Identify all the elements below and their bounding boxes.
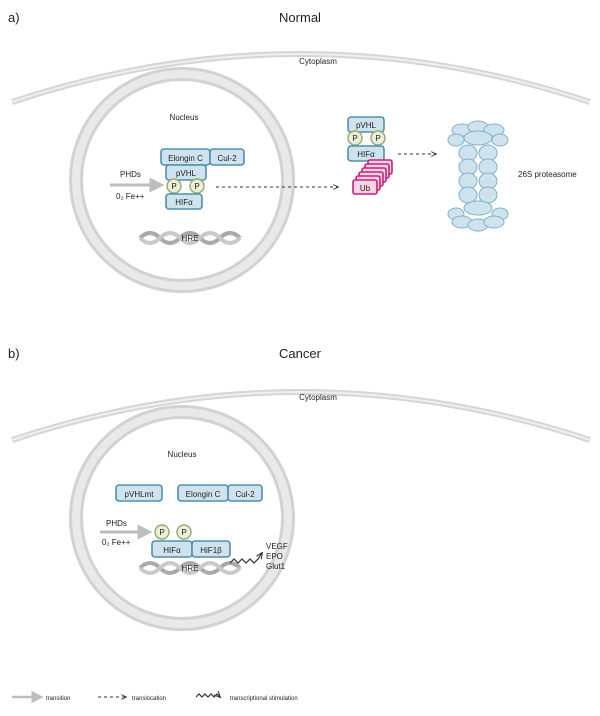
cofactors-label-a: 0₂ Fe++ — [116, 192, 145, 201]
dna-helix-b — [138, 561, 242, 575]
panel-b-tag: b) — [8, 346, 20, 361]
pvhlmt-box — [115, 484, 163, 502]
cul-2-label-b: Cul-2 — [235, 490, 255, 499]
hif-alpha-box-cyto — [347, 145, 385, 162]
phospho-circle-b1 — [154, 524, 170, 540]
hif-alpha-label-b: HIFα — [163, 546, 181, 555]
panel-b: b) Cancer Cytoplasm Nucleus pVHLmt Elong… — [8, 346, 591, 631]
hif-alpha-box-a — [165, 193, 203, 210]
pvhl-box-cyto — [347, 116, 385, 133]
pvhlmt-label: pVHLmt — [125, 490, 155, 499]
panel-a-title: Normal — [279, 10, 321, 25]
hre-label-b: HRE — [182, 564, 199, 573]
panel-a: a) Normal Cytoplasm Nucleus PHDs 0₂ Fe++… — [8, 10, 591, 293]
phds-label-a: PHDs — [120, 170, 141, 179]
elongin-c-label-a: Elongin C — [168, 154, 203, 163]
target-epo: EPO — [266, 552, 283, 561]
nucleus-label-a: Nucleus — [170, 113, 199, 122]
panel-a-tag: a) — [8, 10, 20, 25]
transcriptional-arrow-b — [229, 553, 262, 564]
hif-alpha-label-cyto: HIFα — [357, 150, 375, 159]
pvhl-label-cyto: pVHL — [356, 121, 377, 130]
phospho-circle-b2 — [176, 524, 192, 540]
phospho-label-a2: P — [194, 182, 199, 191]
phospho-label-cyto2: P — [375, 134, 380, 143]
phospho-circle-a2 — [189, 178, 205, 194]
ubiquitin-stack — [352, 159, 393, 195]
cul-2-label-a: Cul-2 — [217, 154, 237, 163]
hif-alpha-label-a: HIFα — [175, 198, 193, 207]
cytoplasm-label-a: Cytoplasm — [299, 57, 337, 66]
phospho-circle-cyto2 — [370, 130, 386, 146]
legend-transition-label: transition — [46, 696, 70, 702]
pvhl-box-a — [165, 164, 207, 181]
phospho-label-cyto1: P — [352, 134, 357, 143]
hre-label-a: HRE — [182, 234, 199, 243]
legend-transcriptional-arrow — [195, 694, 220, 697]
nucleus-label-b: Nucleus — [168, 450, 197, 459]
legend: transition translocation transcriptional… — [12, 694, 298, 704]
phospho-circle-cyto1 — [347, 130, 363, 146]
proteasome-icon — [447, 120, 509, 232]
legend-transcriptional-label: transcriptional stimulation — [230, 696, 298, 702]
phospho-circle-a1 — [166, 178, 182, 194]
target-glut1: Glut1 — [266, 562, 286, 571]
elongin-c-label-b: Elongin C — [186, 490, 221, 499]
panel-b-title: Cancer — [279, 346, 322, 361]
pvhl-label-a: pVHL — [176, 169, 197, 178]
cul-2-box-a — [209, 148, 245, 166]
hif1-beta-label: HiF1β — [200, 546, 222, 555]
phospho-label-a1: P — [171, 182, 176, 191]
legend-translocation-label: translocation — [132, 696, 166, 702]
ub-label: Ub — [360, 184, 371, 193]
phds-label-b: PHDs — [106, 519, 127, 528]
cytoplasm-label-b: Cytoplasm — [299, 393, 337, 402]
hif1-beta-box — [191, 540, 231, 558]
dna-helix-a — [138, 231, 242, 245]
phospho-label-b2: P — [181, 528, 186, 537]
cul-2-box-b — [227, 484, 263, 502]
cofactors-label-b: 0₂ Fe++ — [102, 538, 131, 547]
target-vegf: VEGF — [266, 542, 288, 551]
proteasome-label: 26S proteasome — [518, 170, 577, 179]
phospho-label-b1: P — [159, 528, 164, 537]
